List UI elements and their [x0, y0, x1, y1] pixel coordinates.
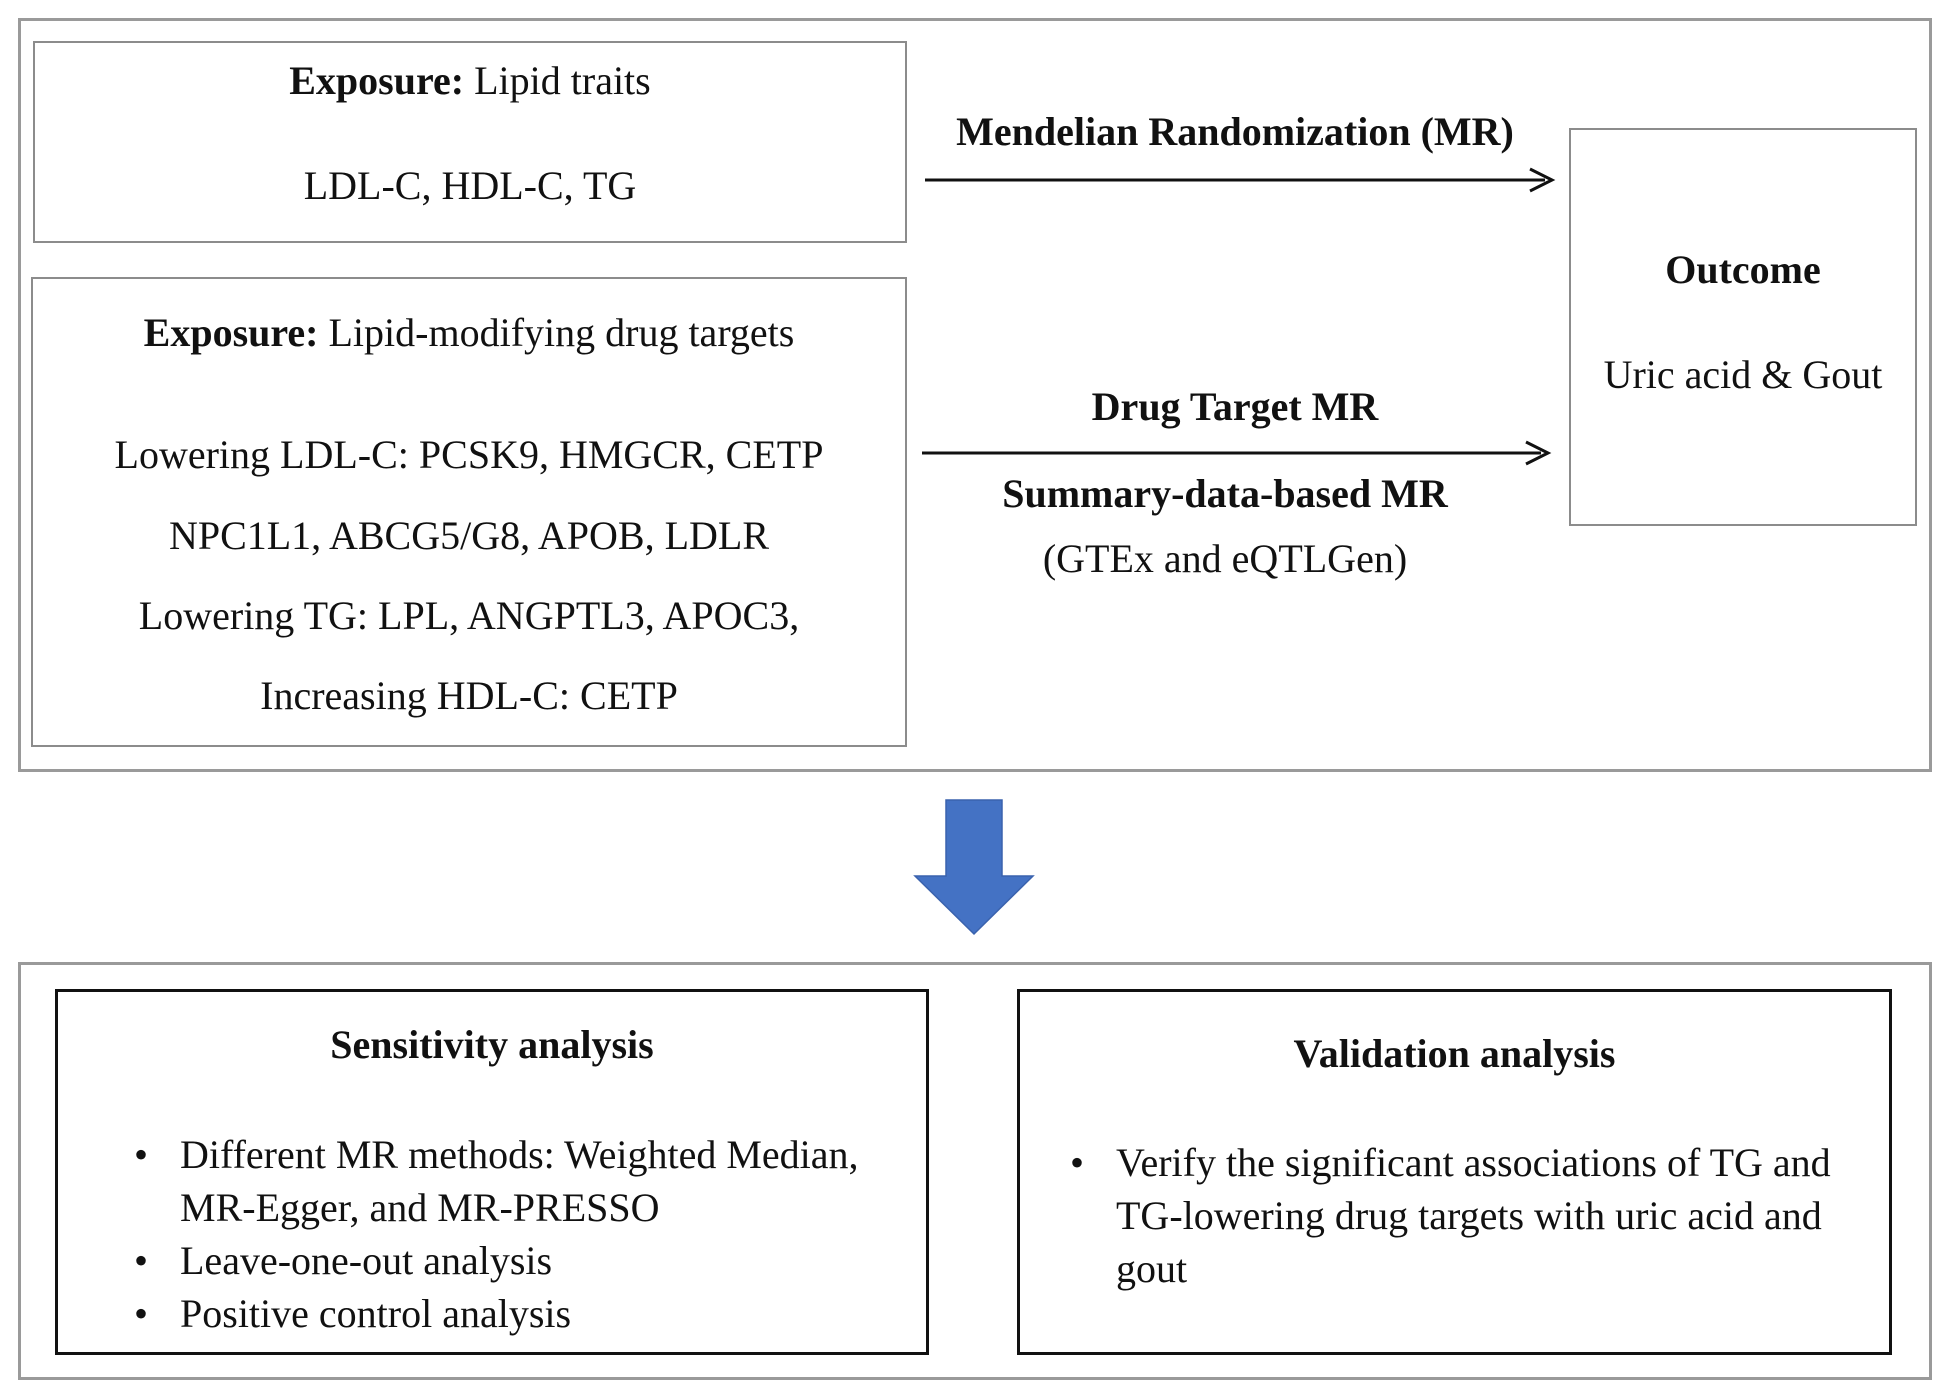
outcome-title: Outcome [1665, 247, 1821, 292]
exposure-drug-targets-heading: Exposure: Lipid-modifying drug targets [33, 309, 905, 356]
exposure-label: Exposure: [143, 310, 319, 355]
drug-targets-line: Lowering LDL-C: PCSK9, HMGCR, CETP [114, 432, 824, 477]
mr-arrow-label: Mendelian Randomization (MR) [956, 109, 1514, 154]
flow-down-arrow [913, 799, 1035, 936]
drug-targets-line: Lowering TG: LPL, ANGPTL3, APOC3, [138, 593, 800, 638]
validation-analysis-title: Validation analysis [1293, 1031, 1616, 1076]
list-item: • Positive control analysis [126, 1287, 906, 1340]
validation-analysis-list: • Verify the significant associations of … [1062, 1136, 1852, 1295]
outcome-subtitle: Uric acid & Gout [1603, 352, 1883, 397]
drug-targets-line: Increasing HDL-C: CETP [260, 673, 678, 718]
validation-analysis-box: Validation analysis • Verify the signific… [1017, 989, 1892, 1355]
exposure-label: Exposure: [289, 58, 465, 103]
lipid-traits-list: LDL-C, HDL-C, TG [303, 163, 637, 208]
bullet: • [133, 1238, 148, 1283]
list-item: • Different MR methods: Weighted Median, … [126, 1128, 906, 1234]
sensitivity-analysis-title: Sensitivity analysis [330, 1022, 654, 1067]
sensitivity-analysis-list: • Different MR methods: Weighted Median, … [126, 1128, 906, 1340]
list-item: • Verify the significant associations of … [1062, 1136, 1852, 1295]
bottom-panel [18, 962, 1932, 1380]
bullet: • [1069, 1140, 1084, 1185]
mr-arrow [925, 167, 1556, 193]
bullet: • [133, 1291, 148, 1336]
exposure-title: Lipid traits [464, 58, 651, 103]
exposure-title: Lipid-modifying drug targets [318, 310, 795, 355]
top-panel [18, 18, 1932, 772]
outcome-box: Outcome Uric acid & Gout [1569, 128, 1917, 526]
list-item-text: Positive control analysis [180, 1291, 572, 1336]
smr-label: Summary-data-based MR [1002, 471, 1448, 516]
drug-target-mr-arrow [922, 440, 1552, 466]
exposure-drug-targets-box: Exposure: Lipid-modifying drug targets L… [31, 277, 907, 747]
bullet: • [133, 1132, 148, 1177]
list-item: • Leave-one-out analysis [126, 1234, 906, 1287]
list-item-text: Different MR methods: Weighted Median, M… [180, 1132, 859, 1230]
list-item-text: Leave-one-out analysis [180, 1238, 553, 1283]
sensitivity-analysis-box: Sensitivity analysis • Different MR metho… [55, 989, 929, 1355]
exposure-lipid-traits-heading: Exposure: Lipid traits [35, 57, 905, 104]
exposure-lipid-traits-box: Exposure: Lipid traits LDL-C, HDL-C, TG [33, 41, 907, 243]
drug-targets-line: NPC1L1, ABCG5/G8, APOB, LDLR [168, 513, 770, 558]
drug-target-mr-label: Drug Target MR [1091, 384, 1379, 429]
list-item-text: Verify the significant associations of T… [1116, 1140, 1831, 1291]
smr-data-sources-label: (GTEx and eQTLGen) [1042, 536, 1408, 581]
